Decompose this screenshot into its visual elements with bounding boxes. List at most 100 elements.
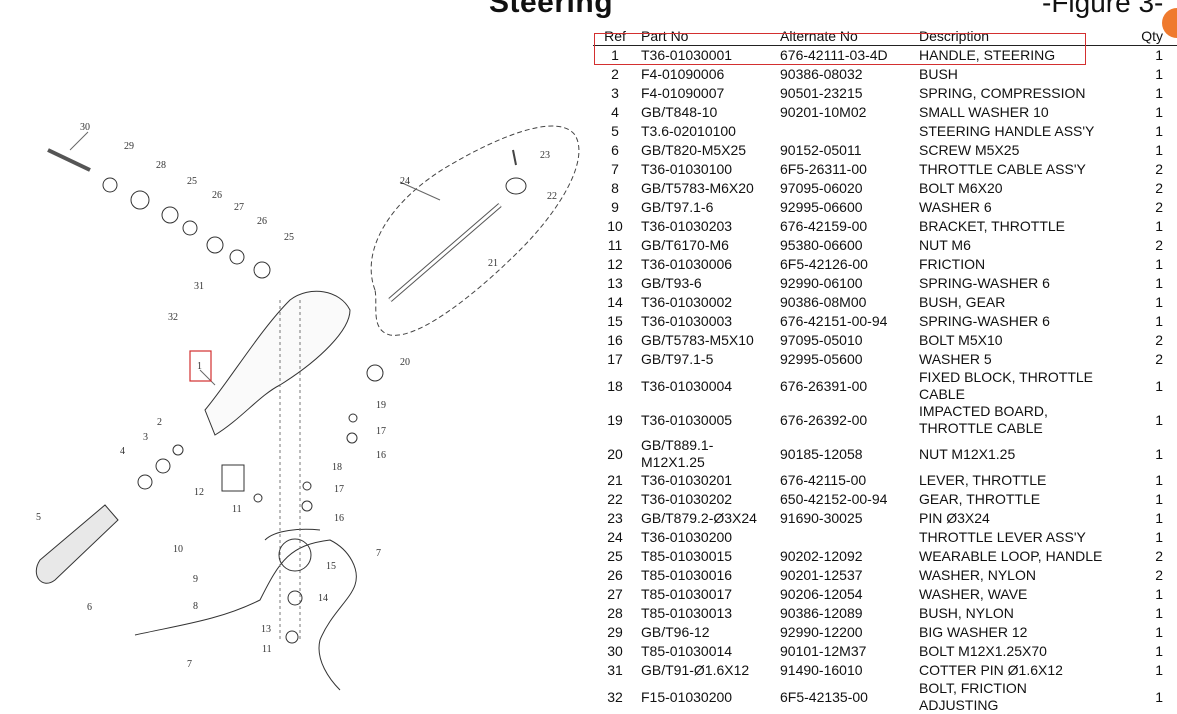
cell-part-no: T36-01030100 <box>637 160 776 179</box>
cell-qty: 1 <box>1109 403 1177 437</box>
cell-qty: 1 <box>1109 642 1177 661</box>
cell-qty: 2 <box>1109 547 1177 566</box>
cell-ref: 13 <box>593 274 637 293</box>
cell-description: BOLT, FRICTION ADJUSTING <box>915 680 1109 714</box>
callout-30: 30 <box>80 122 90 133</box>
cell-part-no: T36-01030003 <box>637 312 776 331</box>
cell-ref: 18 <box>593 369 637 403</box>
callout-20: 20 <box>400 357 410 368</box>
cell-qty: 2 <box>1109 566 1177 585</box>
cell-ref: 4 <box>593 103 637 122</box>
cell-description: SCREW M5X25 <box>915 141 1109 160</box>
cell-ref: 24 <box>593 528 637 547</box>
cell-description: THROTTLE LEVER ASS'Y <box>915 528 1109 547</box>
cell-ref: 11 <box>593 236 637 255</box>
cell-alternate-no: 92990-06100 <box>776 274 915 293</box>
callout-11b: 11 <box>262 644 272 655</box>
cell-part-no: T85-01030016 <box>637 566 776 585</box>
cell-qty: 1 <box>1109 255 1177 274</box>
cell-part-no: GB/T820-M5X25 <box>637 141 776 160</box>
cell-part-no: T3.6-02010100 <box>637 122 776 141</box>
cell-description: SPRING-WASHER 6 <box>915 274 1109 293</box>
bolt <box>48 150 90 170</box>
callout-16a: 16 <box>334 513 344 524</box>
cell-ref: 3 <box>593 84 637 103</box>
cell-alternate-no: 92990-12200 <box>776 623 915 642</box>
cell-description: SPRING, COMPRESSION <box>915 84 1109 103</box>
cell-part-no: T36-01030202 <box>637 490 776 509</box>
cell-ref: 22 <box>593 490 637 509</box>
cell-alternate-no: 90152-05011 <box>776 141 915 160</box>
cell-alternate-no: 90206-12054 <box>776 585 915 604</box>
cell-part-no: GB/T91-Ø1.6X12 <box>637 661 776 680</box>
cell-description: BUSH, NYLON <box>915 604 1109 623</box>
cell-ref: 17 <box>593 350 637 369</box>
cell-part-no: T85-01030015 <box>637 547 776 566</box>
cell-ref: 26 <box>593 566 637 585</box>
cell-description: WASHER, WAVE <box>915 585 1109 604</box>
callout-10: 10 <box>173 544 183 555</box>
cell-alternate-no: 676-26391-00 <box>776 369 915 403</box>
cell-alternate-no: 90386-08032 <box>776 65 915 84</box>
cell-alternate-no: 676-42151-00-94 <box>776 312 915 331</box>
cell-ref: 27 <box>593 585 637 604</box>
cell-alternate-no: 650-42152-00-94 <box>776 490 915 509</box>
cell-part-no: T36-01030201 <box>637 471 776 490</box>
cell-part-no: GB/T5783-M6X20 <box>637 179 776 198</box>
cell-part-no: T36-01030001 <box>637 46 776 66</box>
callout-6: 6 <box>87 602 92 613</box>
callout-4: 4 <box>120 446 125 457</box>
callout-17a: 17 <box>334 484 344 495</box>
cell-qty: 1 <box>1109 46 1177 66</box>
callout-25b: 25 <box>284 232 294 243</box>
cell-ref: 15 <box>593 312 637 331</box>
cell-alternate-no: 95380-06600 <box>776 236 915 255</box>
cell-part-no: F4-01090006 <box>637 65 776 84</box>
callout-18: 18 <box>332 462 342 473</box>
cell-ref: 16 <box>593 331 637 350</box>
callout-26b: 26 <box>257 216 267 227</box>
cell-alternate-no: 97095-05010 <box>776 331 915 350</box>
cell-description: HANDLE, STEERING <box>915 46 1109 66</box>
cell-qty: 2 <box>1109 160 1177 179</box>
pin <box>513 150 516 165</box>
col-part-no: Part No <box>637 28 776 46</box>
col-qty: Qty <box>1109 28 1177 46</box>
cell-description: NUT M12X1.25 <box>915 437 1109 471</box>
callout-25a: 25 <box>187 176 197 187</box>
cell-qty: 1 <box>1109 369 1177 403</box>
cell-alternate-no: 90386-08M00 <box>776 293 915 312</box>
callout-21: 21 <box>488 258 498 269</box>
cell-alternate-no: 91490-16010 <box>776 661 915 680</box>
cell-alternate-no: 90201-12537 <box>776 566 915 585</box>
cell-alternate-no: 91690-30025 <box>776 509 915 528</box>
cell-description: GEAR, THROTTLE <box>915 490 1109 509</box>
cell-qty: 2 <box>1109 179 1177 198</box>
callout-24: 24 <box>400 176 410 187</box>
cell-description: FIXED BLOCK, THROTTLE CABLE <box>915 369 1109 403</box>
cell-alternate-no: 97095-06020 <box>776 179 915 198</box>
cell-alternate-no: 90501-23215 <box>776 84 915 103</box>
cell-description: BOLT M5X10 <box>915 331 1109 350</box>
cell-part-no: T36-01030004 <box>637 369 776 403</box>
cell-part-no: F15-01030200 <box>637 680 776 714</box>
